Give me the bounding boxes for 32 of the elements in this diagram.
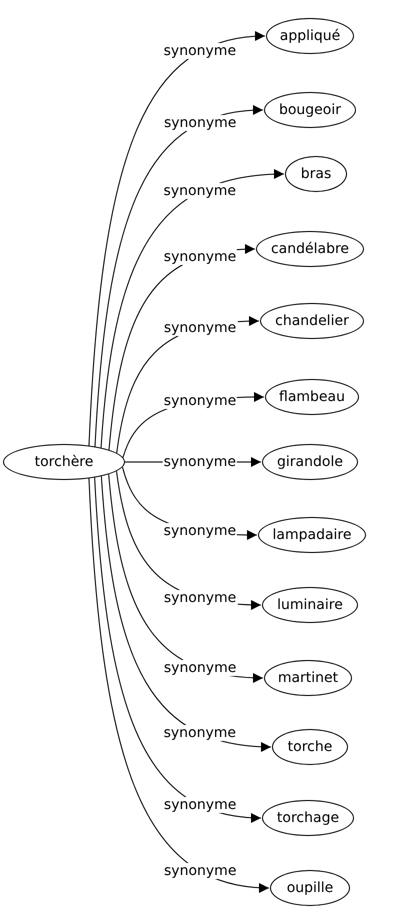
edge-label: synonyme bbox=[162, 320, 238, 336]
term-text: bras bbox=[300, 164, 332, 184]
term-text: torche bbox=[288, 738, 332, 756]
term-text: luminaire bbox=[277, 596, 343, 614]
arrow bbox=[88, 478, 270, 892]
edge-label: synonyme bbox=[162, 660, 238, 676]
edge-label: synonyme bbox=[162, 248, 238, 265]
edge-label: synonyme bbox=[162, 43, 238, 60]
term-text: bougeoir bbox=[278, 100, 342, 120]
term-text: chandelier bbox=[275, 312, 349, 330]
term-text: torchère bbox=[34, 452, 94, 472]
edge-label: synonyme bbox=[162, 725, 238, 742]
edge-label: synonyme bbox=[163, 863, 238, 880]
term-text: martinet bbox=[278, 668, 338, 688]
term-text: candélabre bbox=[270, 240, 350, 258]
edge-label: synonyme bbox=[162, 797, 238, 814]
edge-label: synonyme bbox=[162, 523, 238, 540]
term-text: torchage bbox=[276, 808, 340, 828]
arrow bbox=[100, 476, 272, 752]
edge-label: synonyme bbox=[162, 115, 238, 132]
edge-label: synonyme bbox=[162, 183, 237, 200]
edge-label: synonyme bbox=[162, 590, 238, 606]
arrow bbox=[100, 170, 284, 448]
arrow bbox=[88, 32, 266, 446]
term-text: flambeau bbox=[279, 388, 345, 406]
arrow bbox=[94, 477, 262, 822]
term-text: oupille bbox=[286, 878, 334, 898]
arrow bbox=[94, 106, 264, 447]
term-text: lampadaire bbox=[272, 526, 352, 544]
term-ellipse bbox=[3, 444, 125, 480]
term-text: appliqué bbox=[280, 26, 340, 46]
term-text: girandole bbox=[277, 452, 343, 472]
